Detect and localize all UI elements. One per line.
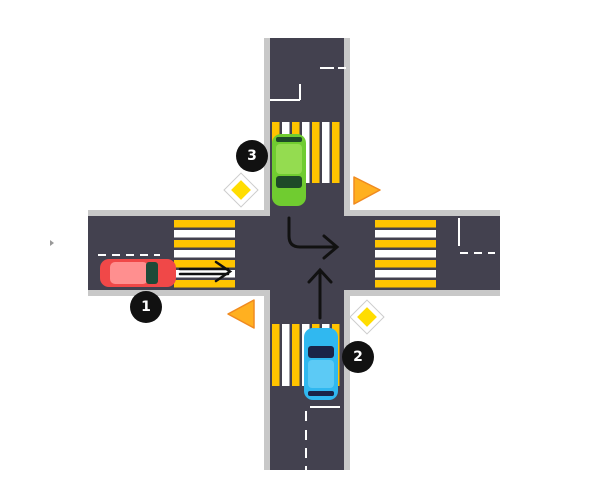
- priority-road-sign-bottom-right: [349, 299, 385, 335]
- small-marker-icon: [50, 240, 54, 246]
- badge-label: 1: [141, 299, 151, 315]
- crosswalk-stripe: [174, 230, 235, 238]
- crosswalk-stripe: [174, 220, 235, 228]
- badge-car-2: 2: [342, 341, 374, 373]
- badge-label: 3: [247, 148, 257, 164]
- crosswalk-stripe: [375, 230, 436, 238]
- yield-sign-bottom-left: [227, 299, 255, 329]
- crosswalk-stripe: [174, 240, 235, 248]
- yield-sign-top-right: [353, 176, 381, 205]
- crosswalk-stripe: [174, 260, 235, 268]
- crosswalk-stripe: [174, 250, 235, 258]
- crosswalk-stripe: [292, 324, 300, 386]
- car-1-red: [100, 259, 176, 287]
- crosswalk-stripe: [174, 280, 235, 288]
- crosswalk-stripe: [272, 324, 280, 386]
- car-3-path-arrow: [287, 216, 340, 260]
- crosswalk-stripe: [282, 324, 290, 386]
- badge-label: 2: [353, 349, 363, 365]
- crosswalk-stripe: [332, 122, 340, 183]
- priority-road-sign-top-left: [223, 172, 259, 208]
- crosswalk-stripe: [375, 270, 436, 278]
- car-2-blue: [304, 328, 338, 400]
- crosswalk-left: [174, 220, 235, 288]
- crosswalk-stripe: [375, 260, 436, 268]
- car-2-path-arrow: [307, 267, 333, 320]
- badge-car-1: 1: [130, 291, 162, 323]
- crosswalk-stripe: [375, 220, 436, 228]
- car-3-green: [272, 134, 306, 206]
- crosswalk-stripe: [375, 240, 436, 248]
- badge-car-3: 3: [236, 140, 268, 172]
- crosswalk-stripe: [375, 280, 436, 288]
- crosswalk-stripe: [312, 122, 320, 183]
- roads: [88, 38, 500, 470]
- lane-markings: [98, 67, 495, 470]
- crosswalk-stripe: [322, 122, 330, 183]
- crosswalk-right: [375, 220, 436, 288]
- car-1-path-arrow: [178, 260, 233, 283]
- crosswalk-stripe: [375, 250, 436, 258]
